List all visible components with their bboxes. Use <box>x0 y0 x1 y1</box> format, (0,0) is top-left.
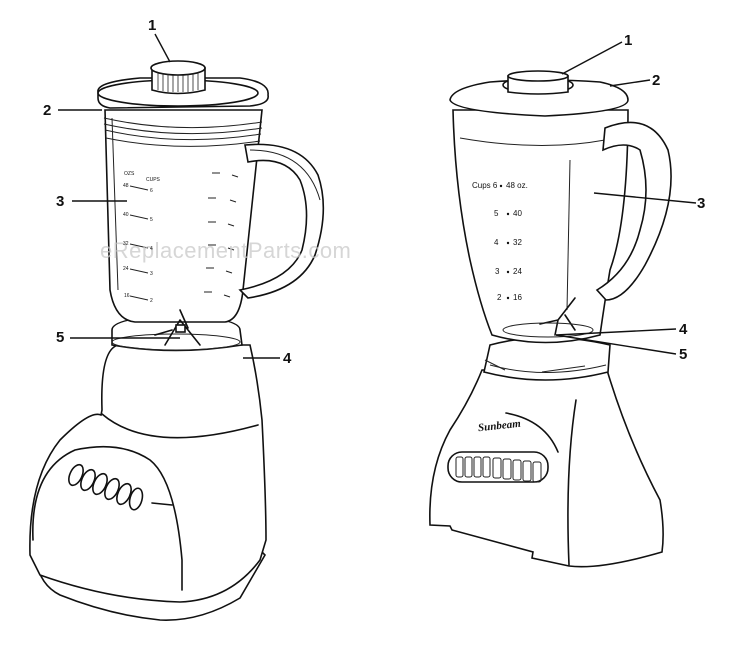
left-callout-4: 4 <box>283 350 292 367</box>
left-blender <box>29 33 325 621</box>
left-scale-header-cups: CUPS <box>146 177 160 183</box>
left-callout-5: 5 <box>56 329 65 346</box>
right-leader-1 <box>561 41 623 75</box>
right-blender <box>429 41 697 568</box>
right-callout-5: 5 <box>679 346 688 363</box>
right-blade <box>502 297 594 338</box>
right-scale-oz: 16 <box>513 293 522 302</box>
left-scale-cups: 6 <box>150 188 153 194</box>
right-speed-buttons <box>455 456 542 483</box>
left-scale-oz: 48 <box>123 183 129 189</box>
right-callout-3: 3 <box>697 195 706 212</box>
left-speed-buttons <box>68 463 173 511</box>
right-scale-cups: 5 <box>494 209 499 218</box>
right-scale-oz: 40 <box>513 209 522 218</box>
right-leader-4 <box>555 328 677 336</box>
left-scale-oz: 32 <box>123 241 129 247</box>
right-leader-3 <box>593 192 697 204</box>
right-jar-handle <box>595 121 672 301</box>
left-scale-header-oz: OZS <box>124 171 135 177</box>
right-callout-1: 1 <box>624 32 633 49</box>
right-leader-2 <box>609 79 651 87</box>
right-scale-cups: Cups 6 <box>472 181 498 190</box>
left-jar <box>104 109 263 323</box>
left-scale-cups: 4 <box>150 246 153 252</box>
right-callout-4: 4 <box>679 321 688 338</box>
left-jar-handle <box>238 143 325 299</box>
right-collar <box>483 336 611 381</box>
right-lid <box>449 79 629 117</box>
watermark: eReplacementParts.com <box>100 238 352 263</box>
left-scale-oz: 16 <box>124 293 130 299</box>
right-scale-cups: 4 <box>494 238 499 247</box>
left-scale-cups: 2 <box>150 298 153 304</box>
right-scale-oz: 48 oz. <box>506 181 528 190</box>
right-scale-cups: 3 <box>495 267 500 276</box>
right-scale-cups: 2 <box>497 293 502 302</box>
left-scale-cups: 3 <box>150 271 153 277</box>
left-callout-3: 3 <box>56 193 65 210</box>
right-scale-oz: 32 <box>513 238 522 247</box>
right-scale-oz: 24 <box>513 267 522 276</box>
right-leader-5 <box>555 334 677 355</box>
left-scale-oz: 40 <box>123 212 129 218</box>
left-base-body <box>29 344 267 603</box>
right-callout-2: 2 <box>652 72 661 89</box>
left-callout-1: 1 <box>148 17 157 34</box>
left-scale-oz: 24 <box>123 266 129 272</box>
right-jar <box>452 109 629 344</box>
left-scale-cups: 5 <box>150 217 153 223</box>
left-blade <box>154 309 201 346</box>
left-callout-2: 2 <box>43 102 52 119</box>
left-leader-1 <box>154 33 171 63</box>
